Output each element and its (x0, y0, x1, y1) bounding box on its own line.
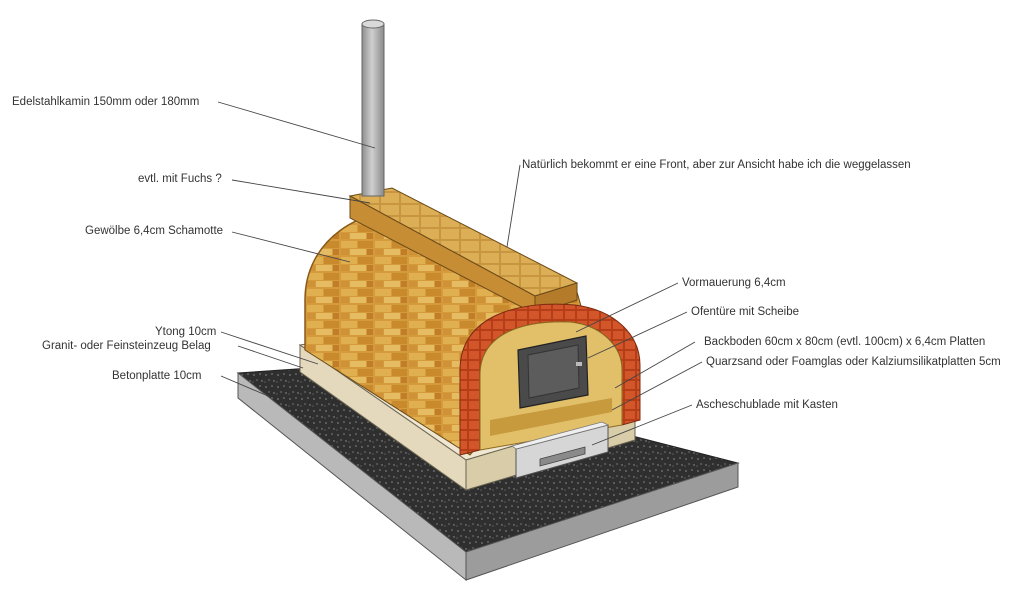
label-insulation: Quarzsand oder Foamglas oder Kalziumsili… (706, 356, 1001, 368)
ash-drawer (511, 421, 610, 479)
label-front: Natürlich bekommt er eine Front, aber zu… (522, 159, 911, 171)
label-granite: Granit- oder Feinsteinzeug Belag (42, 340, 211, 352)
label-ash: Ascheschublade mit Kasten (696, 399, 838, 411)
label-fuchs: evtl. mit Fuchs ? (138, 173, 222, 185)
label-door: Ofentüre mit Scheibe (691, 306, 800, 318)
leader-lines (217, 101, 703, 446)
label-vault: Gewölbe 6,4cm Schamotte (85, 225, 224, 237)
label-floor: Backboden 60cm x 80cm (evtl. 100cm) x 6,… (704, 336, 986, 348)
chimney (361, 19, 385, 197)
label-masonry: Vormauerung 6,4cm (682, 277, 786, 289)
label-ytong: Ytong 10cm (155, 326, 217, 338)
label-chimney: Edelstahlkamin 150mm oder 180mm (12, 96, 200, 108)
label-slab: Betonplatte 10cm (112, 370, 202, 382)
oven-door (517, 335, 589, 409)
